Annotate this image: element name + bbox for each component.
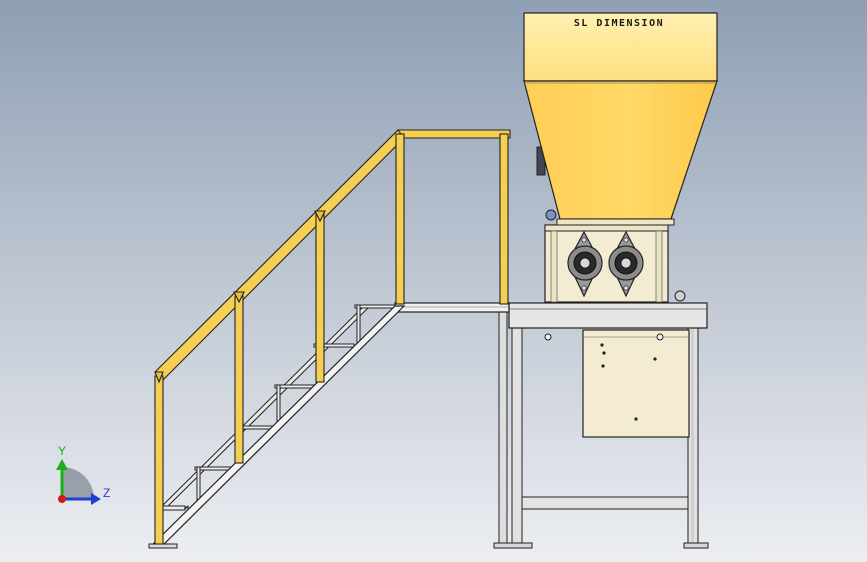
housing-bolt — [653, 357, 657, 361]
cutting-chamber — [536, 146, 686, 303]
y-axis-label: Y — [58, 444, 66, 458]
x-axis-dot — [58, 495, 66, 503]
housing-bolt — [601, 364, 605, 368]
bearing-flange-right — [608, 230, 644, 298]
z-axis-arrowhead — [91, 493, 101, 505]
hopper-top-box — [523, 12, 718, 82]
triad-arc — [62, 467, 94, 499]
frame-brace-right — [691, 328, 694, 547]
frame-foot-right — [683, 542, 709, 549]
lower-housing-panel — [582, 329, 690, 438]
hopper-label: SL DIMENSION — [574, 18, 664, 29]
lower-housing — [582, 329, 690, 438]
mount-bolt — [544, 333, 552, 341]
housing-bolt — [600, 343, 604, 347]
handrail-post — [234, 295, 244, 464]
chamber-body — [544, 224, 669, 303]
y-axis-arrowhead — [56, 459, 68, 470]
handrail-top-sloped — [154, 129, 407, 381]
table-top-plate — [508, 302, 708, 329]
table-top — [508, 302, 708, 341]
hopper: SL DIMENSION — [523, 12, 718, 226]
frame-crossbar-lower — [521, 496, 689, 510]
handrail — [154, 129, 511, 545]
support-frame — [493, 309, 709, 549]
bearing-flange-left — [567, 230, 603, 298]
frame-leg-left-outer — [498, 309, 508, 548]
housing-bolt — [602, 351, 606, 355]
motor-coupling — [545, 209, 557, 221]
handrail-top-horizontal — [396, 129, 511, 139]
housing-bolt — [634, 417, 638, 421]
handrail-post — [499, 133, 509, 305]
mount-bolt — [656, 333, 664, 341]
platform — [394, 302, 510, 313]
hopper-funnel — [523, 80, 718, 220]
frame-leg-left-inner — [511, 327, 523, 548]
handrail-post — [395, 133, 405, 305]
platform-deck — [394, 302, 510, 313]
side-bolt — [674, 290, 686, 302]
handrail-post — [315, 213, 325, 383]
coordinate-triad: Y Z — [56, 444, 110, 505]
stair-foot — [148, 543, 178, 549]
z-axis-label: Z — [103, 486, 110, 500]
handrail-post — [154, 375, 164, 545]
frame-foot-left — [493, 542, 533, 549]
